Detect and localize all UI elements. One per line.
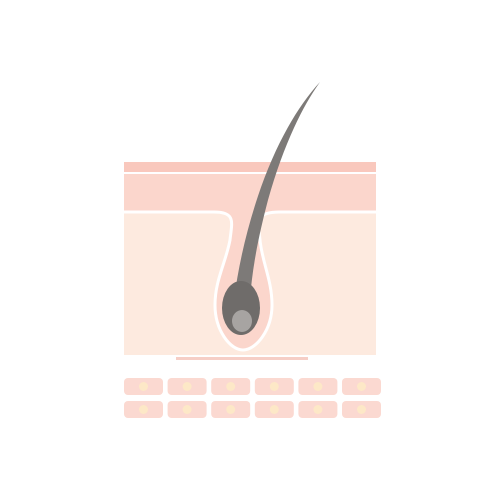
cell-nucleus: [182, 405, 192, 414]
cell-nucleus: [226, 382, 236, 391]
epidermis-top-band: [124, 162, 376, 172]
cell-nucleus: [269, 405, 279, 414]
cell-nucleus: [313, 382, 323, 391]
cell-nucleus: [313, 405, 323, 414]
cell-nucleus: [269, 382, 279, 391]
cell-nucleus: [139, 405, 148, 414]
subcutaneous-cell-grid: [124, 378, 381, 418]
epidermis-dermis-boundary: [124, 210, 376, 352]
hair-shaft: [234, 82, 320, 300]
hair-bulb-core: [232, 310, 252, 332]
cell-nucleus: [357, 405, 366, 414]
cell-nucleus: [226, 405, 236, 414]
cell-nucleus: [357, 382, 366, 391]
cell-nucleus: [139, 382, 148, 391]
papilla-line: [176, 357, 308, 360]
cell-nucleus: [182, 382, 192, 391]
